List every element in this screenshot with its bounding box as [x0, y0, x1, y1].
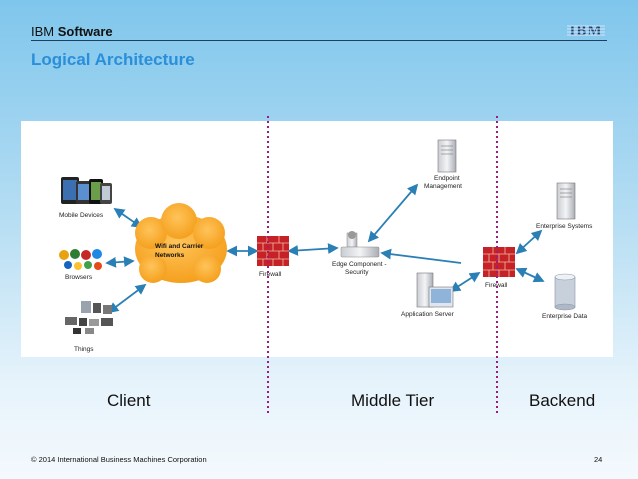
browsers-icon — [59, 249, 102, 270]
application-server-icon — [416, 272, 454, 308]
diagram-panel: Mobile Devices Browsers — [21, 121, 613, 357]
firewall-2-icon — [483, 247, 515, 277]
tier-label-client: Client — [107, 391, 151, 410]
enterprise-systems-icon — [556, 182, 576, 220]
network-label-line2: Networks — [155, 252, 185, 259]
brand-text: IBM Software — [31, 24, 113, 39]
network-label-line1: Wifi and Carrier — [155, 243, 204, 250]
brand-suffix: Software — [57, 24, 113, 39]
things-icon — [65, 301, 113, 334]
edge-label-line1: Edge Component - — [332, 261, 387, 268]
firewall-2-label: Firewall — [485, 282, 508, 289]
app-server-label: Application Server — [401, 311, 455, 318]
firewall-1-label: Firewall — [259, 271, 282, 278]
endpoint-label-line1: Endpoint — [434, 175, 460, 182]
ibm-logo-text: IBM — [570, 23, 603, 38]
edge-component-icon — [340, 231, 380, 258]
tier-label-middle: Middle Tier — [351, 391, 435, 410]
client-label-mobile: Mobile Devices — [59, 212, 104, 219]
endpoint-server-icon — [437, 139, 457, 173]
copyright-text: © 2014 International Business Machines C… — [31, 455, 207, 464]
enterprise-data-label: Enterprise Data — [542, 313, 588, 320]
enterprise-data-icon — [554, 273, 576, 311]
client-label-browsers: Browsers — [65, 274, 93, 281]
page-number: 24 — [594, 455, 603, 464]
page-title: Logical Architecture — [31, 50, 195, 69]
client-label-things: Things — [74, 346, 94, 353]
endpoint-label-line2: Management — [424, 183, 462, 190]
edge-label-line2: Security — [345, 269, 369, 276]
ibm-logo: IBM — [567, 23, 605, 38]
connection-arrows — [105, 183, 545, 314]
header-rule — [31, 40, 607, 41]
brand-prefix: IBM — [31, 24, 55, 39]
mobile-devices-icon — [61, 177, 112, 204]
enterprise-systems-label: Enterprise Systems — [536, 223, 593, 230]
network-cloud-icon — [135, 203, 227, 283]
tier-label-backend: Backend — [529, 391, 596, 410]
architecture-diagram: Mobile Devices Browsers — [59, 139, 593, 353]
